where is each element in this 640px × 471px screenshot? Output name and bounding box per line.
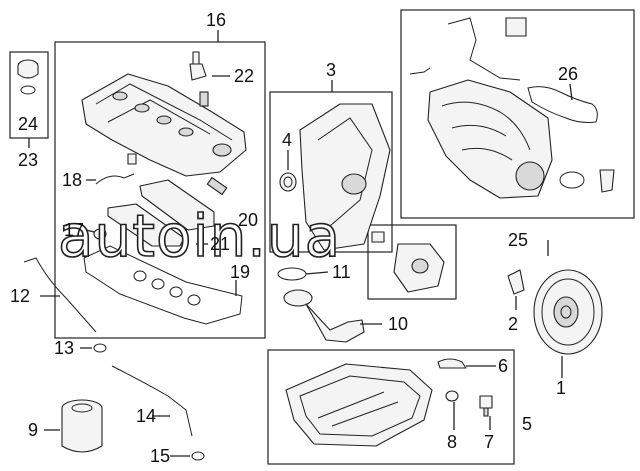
frame-oil-pump-group <box>367 224 457 300</box>
callout-6: 6 <box>498 356 508 376</box>
frame-cylinder-head-cover-group <box>54 41 266 339</box>
oil-filler-cap-drawing <box>17 59 39 95</box>
callout-18: 18 <box>62 170 82 190</box>
callout-22: 22 <box>234 66 254 86</box>
cover-bolt-drawing <box>93 228 107 240</box>
callout-20: 20 <box>238 210 258 230</box>
callout-3: 3 <box>326 60 336 80</box>
oil-level-gauge-tube-drawing <box>111 365 193 437</box>
valve-cover-drawing <box>81 73 247 177</box>
callout-10: 10 <box>388 314 408 334</box>
callout-4: 4 <box>282 130 292 150</box>
callout-9: 9 <box>28 420 38 440</box>
callout-5: 5 <box>522 414 532 434</box>
callout-12: 12 <box>10 286 30 306</box>
hose-clip-drawing <box>95 173 135 185</box>
callout-14: 14 <box>136 406 156 426</box>
oil-filter-drawing <box>61 399 103 453</box>
callout-23: 23 <box>18 150 38 170</box>
callout-24: 24 <box>18 114 38 134</box>
intake-manifold-drawing <box>409 17 615 199</box>
callout-21: 21 <box>210 234 230 254</box>
frame-intake-manifold-group <box>400 9 635 219</box>
valve-cover-gasket-drawing <box>83 245 243 325</box>
oil-level-gauge-drawing <box>23 257 97 333</box>
callout-1: 1 <box>556 378 566 398</box>
drain-washer-drawing <box>445 390 459 402</box>
gauge-o-ring-drawing <box>93 343 107 353</box>
callout-8: 8 <box>447 432 457 452</box>
callout-19: 19 <box>230 262 250 282</box>
pcv-valve-drawing <box>189 51 209 107</box>
oil-pan-drawing <box>285 363 433 447</box>
seal-6-drawing <box>437 358 467 369</box>
callout-2: 2 <box>508 314 518 334</box>
frame-timing-cover-group <box>269 91 393 253</box>
callout-26: 26 <box>558 64 578 84</box>
crankshaft-pulley-drawing <box>507 269 603 355</box>
watermark-text: autoin.ua <box>58 202 341 270</box>
drain-plug-drawing <box>479 395 493 417</box>
callout-16: 16 <box>206 10 226 30</box>
callout-13: 13 <box>54 338 74 358</box>
oil-strainer-drawing <box>283 289 365 343</box>
callout-7: 7 <box>484 432 494 452</box>
callout-17: 17 <box>64 220 84 240</box>
frame-oil-pan-group <box>267 349 515 465</box>
tube-o-ring-drawing <box>191 451 205 461</box>
oil-pump-drawing <box>371 231 445 293</box>
callout-25: 25 <box>508 230 528 250</box>
callout-15: 15 <box>150 446 170 466</box>
callout-11: 11 <box>332 262 351 282</box>
timing-chain-cover-drawing <box>279 103 391 251</box>
baffle-plate-drawing <box>107 176 228 247</box>
